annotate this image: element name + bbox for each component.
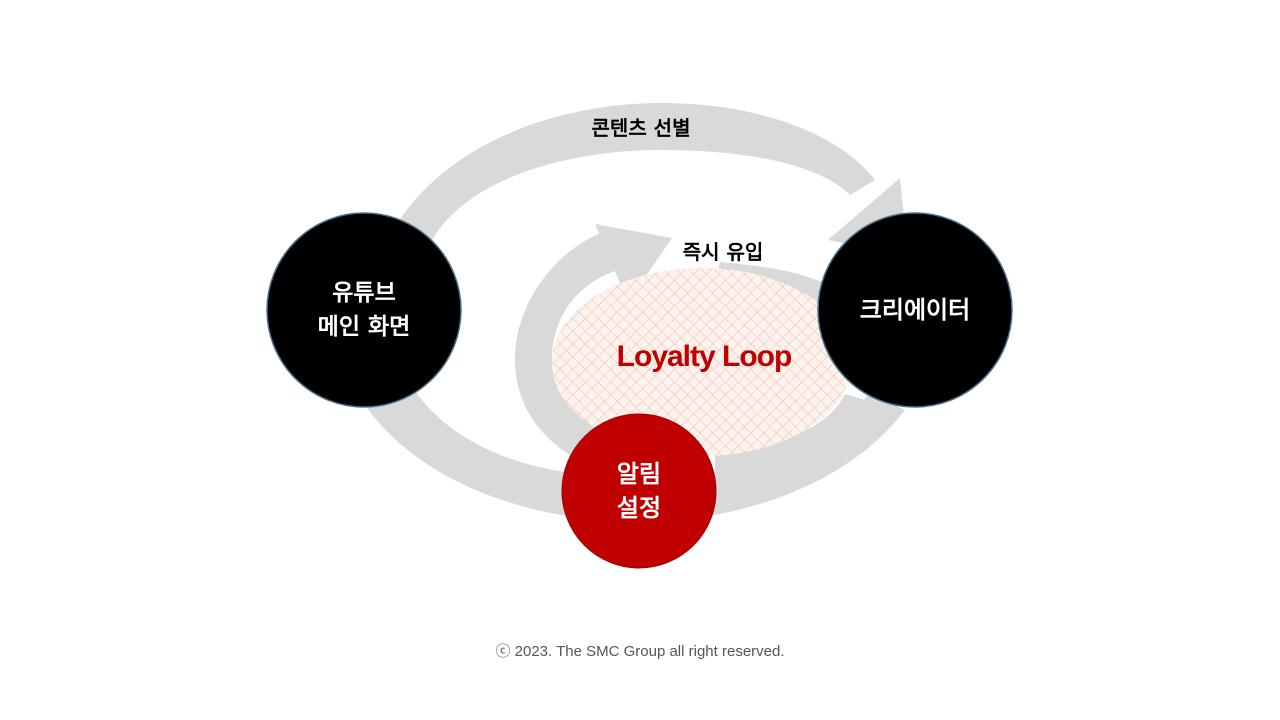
outer-arrow-label: 콘텐츠 선별 <box>591 116 691 140</box>
youtube-main-node-circle <box>266 212 462 408</box>
loyalty-loop-area <box>552 268 852 456</box>
notification-node: 알림 설정 <box>562 414 716 568</box>
creator-node-circle <box>817 212 1013 408</box>
youtube-main-line1: 유튜브 <box>332 280 396 306</box>
youtube-main-line2: 메인 화면 <box>317 314 411 340</box>
youtube-main-node: 유튜브 메인 화면 <box>267 213 461 407</box>
inner-arrow-label: 즉시 유입 <box>682 240 764 264</box>
copyright-footer: ⓒ 2023. The SMC Group all right reserved… <box>495 643 785 660</box>
creator-line1: 크리에이터 <box>859 296 971 324</box>
loyalty-loop-title: Loyalty Loop <box>616 340 793 373</box>
notification-line1: 알림 <box>616 460 662 488</box>
creator-node: 크리에이터 <box>818 213 1012 407</box>
notification-line2: 설정 <box>616 494 662 522</box>
notification-node-circle <box>561 413 717 569</box>
